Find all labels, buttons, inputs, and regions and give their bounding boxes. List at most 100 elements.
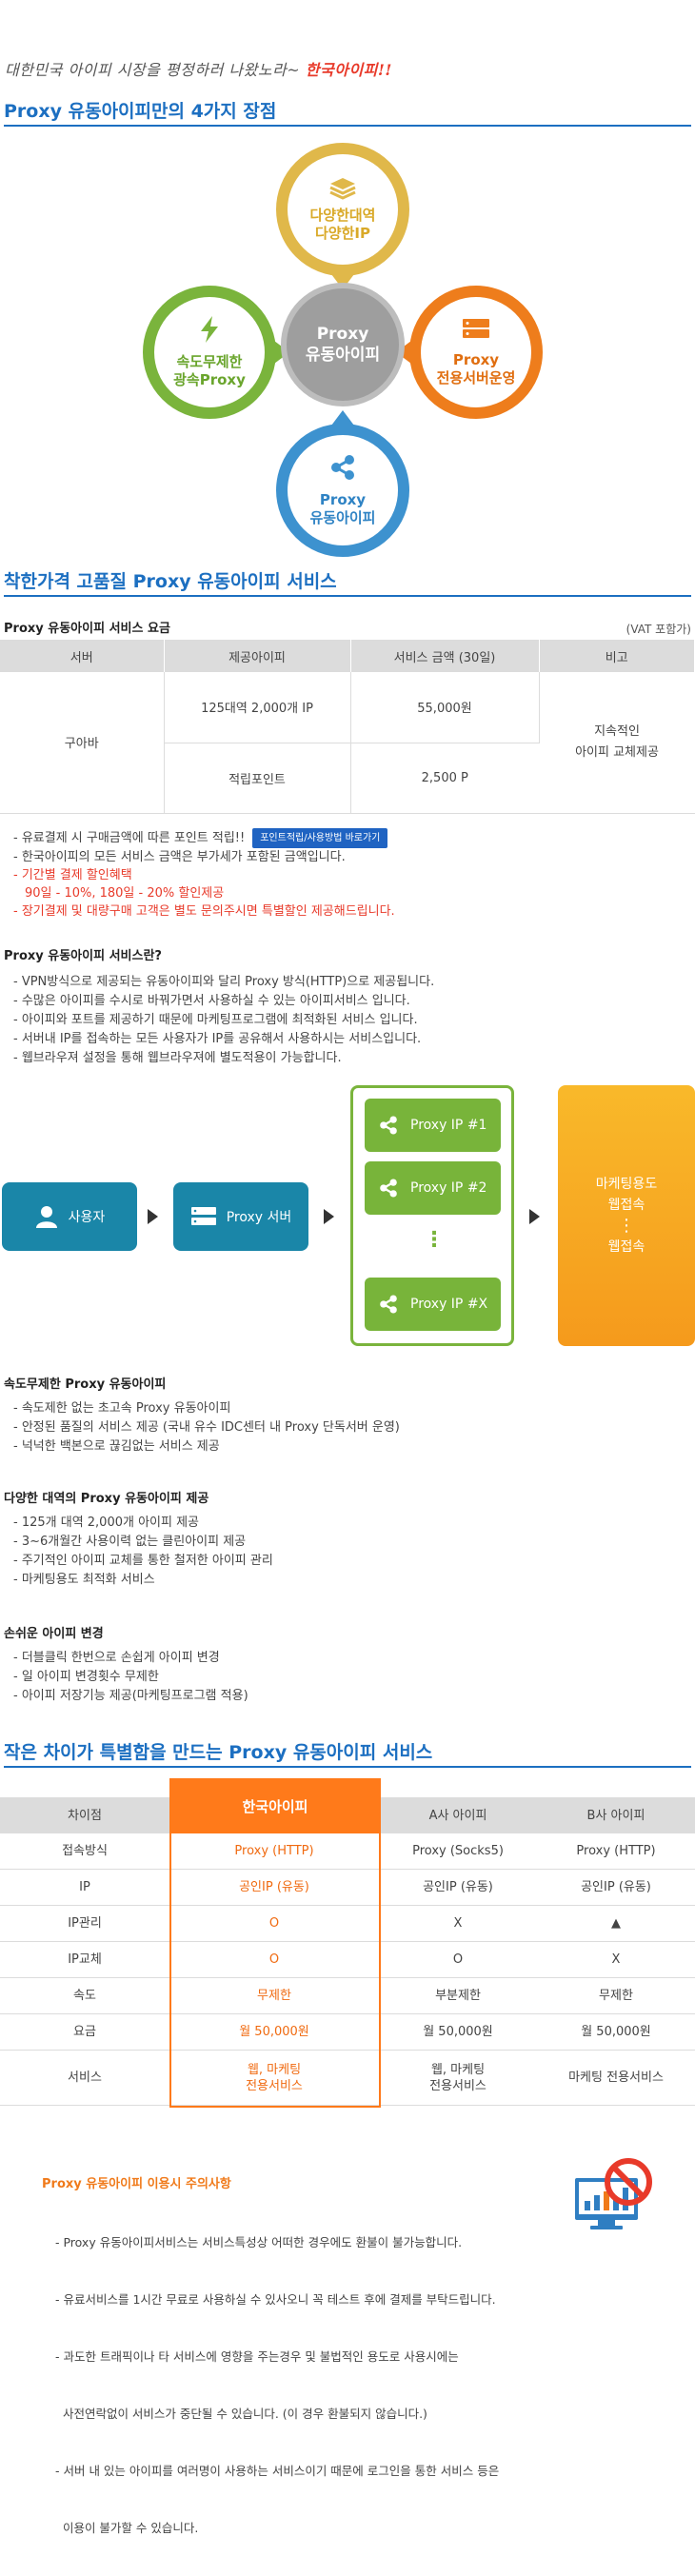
table-row: 구아바 125대역 2,000개 IP 55,000원 지속적인 아이피 교체제…: [0, 672, 695, 814]
list-item: - 마케팅용도 최적화 서비스: [13, 1573, 155, 1587]
list-item: - 유료서비스를 1시간 무료로 사용하실 수 있사오니 꼭 테스트 후에 결제…: [55, 2292, 496, 2307]
col-server: 서버: [0, 640, 165, 672]
table-row: 접속방식 Proxy (HTTP) Proxy (Socks5) Proxy (…: [0, 1833, 695, 1870]
price-table: 서버 제공아이피 서비스 금액 (30일) 비고 구아바 125대역 2,000…: [0, 640, 695, 814]
table-row: 요금 월 50,000원 월 50,000원 월 50,000원: [0, 2014, 695, 2051]
proxy-ip-box-x: Proxy IP #X: [365, 1278, 501, 1331]
feature-title-change: 손쉬운 아이피 변경: [4, 1627, 104, 1641]
list-item: - 넉넉한 백본으로 끊김없는 서비스 제공: [13, 1439, 220, 1454]
caution-list: - Proxy 유동아이피서비스는 서비스특성상 어떠한 경우에도 환불이 불가…: [55, 2195, 499, 2576]
price-table-header: 서버 제공아이피 서비스 금액 (30일) 비고: [0, 640, 695, 672]
list-item: - 수많은 아이피를 수시로 바꿔가면서 사용하실 수 있는 아이피서비스 입니…: [13, 994, 410, 1008]
target-web-1: 웹접속: [607, 1198, 645, 1213]
point-guide-button[interactable]: 포인트적립/사용방법 바로가기: [252, 828, 388, 848]
header-script-text: 대한민국 아이피 시장을 평정하러 나왔노라~: [5, 61, 306, 79]
list-item: - VPN방식으로 제공되는 유동아이피와 달리 Proxy 방식(HTTP)으…: [13, 975, 435, 989]
target-marketing: 마케팅용도: [595, 1177, 658, 1192]
about-list: - VPN방식으로 제공되는 유동아이피와 달리 Proxy 방식(HTTP)으…: [13, 973, 434, 1068]
circle-left-line1: 속도무제한: [176, 353, 243, 370]
header-script-accent: 한국아이피!!: [305, 61, 392, 79]
table-row: 속도 무제한 부분제한 무제한: [0, 1978, 695, 2014]
list-item: - 안정된 품질의 서비스 제공 (국내 유수 IDC센터 내 Proxy 단독…: [13, 1420, 400, 1435]
arrow-icon: [148, 1209, 158, 1224]
proxy-ip-label: Proxy IP #X: [410, 1297, 488, 1312]
circle-bottom-line2: 유동아이피: [309, 509, 376, 526]
compare-col-korea: 한국아이피: [169, 1778, 381, 1833]
header-script: 대한민국 아이피 시장을 평정하러 나왔노라~ 한국아이피!!: [5, 57, 392, 80]
user-box: 사용자: [2, 1182, 137, 1251]
share-icon: [380, 1295, 397, 1314]
flow-diagram: 사용자 Proxy 서버 Proxy IP #1 Proxy IP #2 ⋮ P…: [0, 1085, 695, 1352]
list-item: - 과도한 트래픽이나 타 서비스에 영향을 주는경우 및 불법적인 용도로 사…: [55, 2349, 459, 2364]
no-refund-icon: [569, 2153, 661, 2237]
page: 대한민국 아이피 시장을 평정하러 나왔노라~ 한국아이피!! Proxy 유동…: [0, 57, 695, 2535]
lightning-icon: [197, 315, 222, 347]
note-discount-detail: 90일 - 10%, 180일 - 20% 할인제공: [25, 886, 225, 901]
caution-title: Proxy 유동아이피 이용시 주의사항: [42, 2177, 231, 2191]
circle-bottom: Proxy 유동아이피: [276, 424, 409, 557]
circle-bottom-line1: Proxy: [319, 491, 367, 508]
list-item: - 웹브라우져 설정을 통해 웹브라우져에 별도적용이 가능합니다.: [13, 1051, 342, 1065]
circle-right-line1: Proxy: [452, 351, 500, 368]
user-label: 사용자: [68, 1210, 106, 1225]
target-web-2: 웹접속: [607, 1239, 645, 1255]
user-icon: [35, 1206, 57, 1228]
ip-ellipsis: ⋮: [424, 1228, 445, 1252]
share-icon: [328, 453, 357, 485]
note-cell: 지속적인 아이피 교체제공: [539, 672, 695, 814]
price-notes: - 유료결제 시 구매금액에 따른 포인트 적립!! 포인트적립/사용방법 바로가…: [13, 828, 395, 921]
circle-center-line1: Proxy: [316, 325, 369, 344]
circle-center-line2: 유동아이피: [305, 346, 381, 365]
list-item: 이용이 불가할 수 있습니다.: [55, 2521, 199, 2535]
arrow-icon: [529, 1209, 540, 1224]
section-title-advantages: Proxy 유동아이피만의 4가지 장점: [4, 101, 277, 122]
col-note: 비고: [539, 640, 695, 672]
about-title: Proxy 유동아이피 서비스란?: [4, 949, 162, 963]
list-item: - 125개 대역 2,000개 아이피 제공: [13, 1516, 200, 1530]
list-item: - 서버내 IP를 접속하는 모든 사용자가 IP를 공유해서 사용하시는 서비…: [13, 1032, 422, 1046]
note-discount-title: - 기간별 결제 할인혜택: [13, 868, 132, 882]
section-title-pricing: 착한가격 고품질 Proxy 유동아이피 서비스: [4, 571, 337, 592]
circle-left-line2: 광속Proxy: [173, 371, 246, 388]
proxy-ip-box-2: Proxy IP #2: [365, 1161, 501, 1215]
proxy-ip-box-1: Proxy IP #1: [365, 1099, 501, 1152]
circle-top: 다양한대역 다양한IP: [276, 143, 409, 276]
server-icon: [461, 317, 491, 346]
list-item: - 주기적인 아이피 교체를 통한 철저한 아이피 관리: [13, 1554, 273, 1568]
share-icon: [380, 1116, 397, 1135]
section-divider: [4, 1766, 691, 1768]
table-row: IP교체 O O X: [0, 1942, 695, 1978]
list-item: - 3~6개월간 사용이력 없는 클린아이피 제공: [13, 1535, 247, 1549]
col-amount: 서비스 금액 (30일): [350, 640, 540, 672]
circle-top-line1: 다양한대역: [309, 207, 376, 224]
feature-list-speed: - 속도제한 없는 초고속 Proxy 유동아이피 - 안정된 품질의 서비스 …: [13, 1399, 400, 1456]
proxy-server-label: Proxy 서버: [226, 1210, 292, 1225]
list-item: 사전연락없이 서비스가 중단될 수 있습니다. (이 경우 환불되지 않습니다.…: [55, 2407, 427, 2421]
server-cell: 구아바: [0, 672, 165, 814]
section-title-compare: 작은 차이가 특별함을 만드는 Proxy 유동아이피 서비스: [4, 1742, 433, 1763]
pointer-bottom: [331, 410, 354, 426]
list-item: - 서버 내 있는 아이피를 여러명이 사용하는 서비스이기 때문에 로그인을 …: [55, 2464, 500, 2478]
section-divider: [4, 595, 691, 597]
list-item: - 더블클릭 한번으로 손쉽게 아이피 변경: [13, 1651, 220, 1665]
advantages-diagram: 다양한대역 다양한IP 속도무제한 광속Proxy Proxy 전용서버운영: [133, 133, 552, 557]
list-item: - 아이피 저장기능 제공(마케팅프로그램 적용): [13, 1689, 248, 1703]
list-item: - Proxy 유동아이피서비스는 서비스특성상 어떠한 경우에도 환불이 불가…: [55, 2235, 463, 2249]
price-title: Proxy 유동아이피 서비스 요금: [4, 622, 170, 636]
target-ellipsis: ⋮: [618, 1216, 635, 1236]
table-row: 적립포인트 2,500 P: [0, 743, 695, 814]
list-item: - 일 아이피 변경횟수 무제한: [13, 1670, 159, 1684]
list-item: - 아이피와 포트를 제공하기 때문에 마케팅프로그램에 최적화된 서비스 입니…: [13, 1013, 418, 1027]
server-icon: [190, 1207, 216, 1225]
compare-col-b: B사 아이피: [586, 1808, 645, 1823]
target-box: 마케팅용도 웹접속 ⋮ 웹접속: [558, 1085, 695, 1346]
ip-cell: 125대역 2,000개 IP: [164, 672, 351, 743]
proxy-ip-label: Proxy IP #1: [410, 1118, 487, 1133]
note-line2: 아이피 교체제공: [575, 744, 659, 760]
feature-list-change: - 더블클릭 한번으로 손쉽게 아이피 변경 - 일 아이피 변경횟수 무제한 …: [13, 1649, 248, 1706]
note-vat: - 한국아이피의 모든 서비스 금액은 부가세가 포함된 금액입니다.: [13, 850, 346, 864]
note-line1: 지속적인: [594, 723, 640, 739]
table-row: IP관리 O X ▲: [0, 1906, 695, 1942]
note-point: - 유료결제 시 구매금액에 따른 포인트 적립!!: [13, 831, 246, 845]
circle-center: Proxy 유동아이피: [281, 283, 405, 406]
